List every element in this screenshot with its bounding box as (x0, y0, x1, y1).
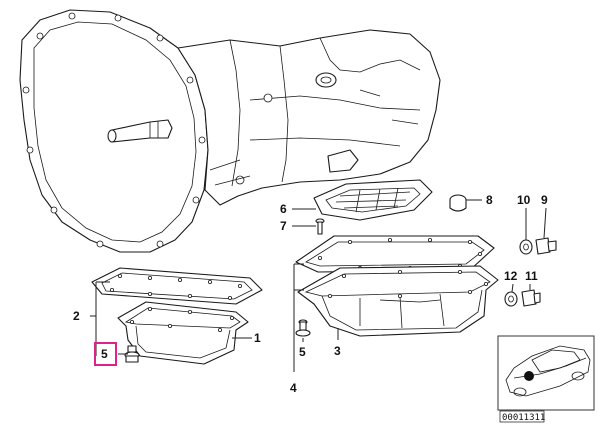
seal-ring-right (449, 194, 467, 212)
vehicle-inset: 00011311 (497, 335, 595, 423)
callout-12: 12 (504, 269, 518, 283)
callout-4: 4 (290, 381, 297, 395)
strainer-screw (315, 218, 325, 235)
oil-pan-right (297, 265, 499, 337)
washer-10 (519, 239, 533, 255)
gasket-right (295, 235, 495, 273)
location-marker (524, 371, 534, 381)
callout-labels: 1 2 5 3 4 5 6 7 8 10 9 12 11 (73, 193, 548, 395)
pan-bolt-left (124, 345, 140, 363)
plug-11 (521, 289, 541, 307)
callout-7: 7 (280, 219, 287, 233)
callout-10: 10 (517, 193, 531, 207)
callout-6: 6 (280, 202, 287, 216)
inset-frame (497, 335, 595, 411)
callout-5-right: 5 (299, 345, 306, 359)
callout-1: 1 (254, 331, 261, 345)
leader-lines (90, 199, 547, 372)
washer-12 (504, 291, 518, 307)
callout-2: 2 (73, 309, 80, 323)
ref-number: 00011311 (502, 413, 545, 423)
oil-filter-strainer (313, 179, 433, 221)
oil-pan-left (117, 301, 249, 365)
callout-3: 3 (334, 344, 341, 358)
transmission-housing (19, 9, 441, 253)
highlight-box (94, 342, 117, 366)
drain-plug-9 (535, 237, 557, 255)
callout-8: 8 (486, 193, 493, 207)
callout-5-left: 5 (101, 347, 108, 361)
pan-bolt-right (295, 319, 311, 337)
callout-11: 11 (525, 269, 538, 283)
ref-number-box (499, 410, 545, 423)
gasket-left (91, 267, 263, 305)
callout-9: 9 (541, 193, 548, 207)
